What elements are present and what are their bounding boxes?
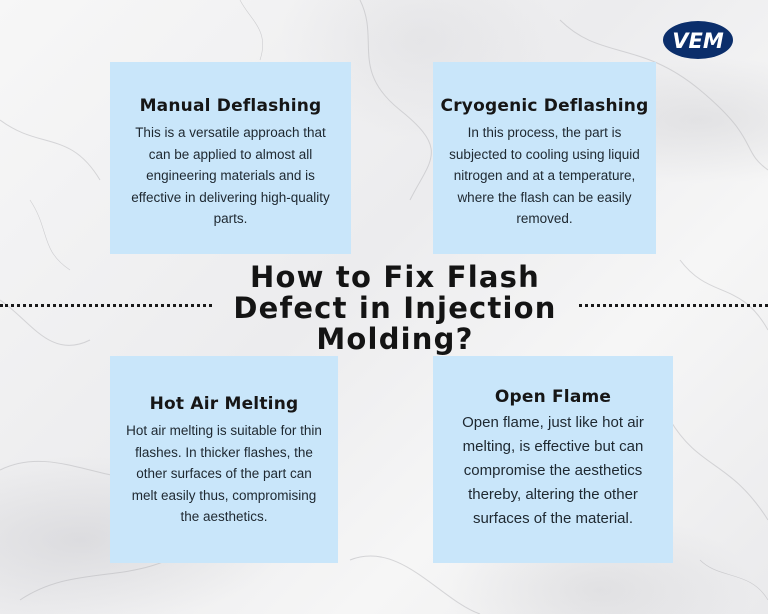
card-manual-deflashing: Manual Deflashing This is a versatile ap… xyxy=(110,62,351,254)
card-body: In this process, the part is subjected t… xyxy=(449,125,640,226)
svg-text:VEM: VEM xyxy=(672,29,724,53)
card-open-flame: Open Flame Open flame, just like hot air… xyxy=(433,356,673,563)
page-title: How to Fix Flash Defect in Injection Mol… xyxy=(233,260,557,356)
card-body: This is a versatile approach that can be… xyxy=(131,125,330,226)
card-cryogenic-deflashing: Cryogenic Deflashing In this process, th… xyxy=(433,62,656,254)
dotted-divider-left xyxy=(0,304,212,307)
card-heading: Open Flame xyxy=(494,387,612,407)
card-hot-air-melting: Hot Air Melting Hot air melting is suita… xyxy=(110,356,338,563)
card-heading: Manual Deflashing xyxy=(139,96,322,116)
card-body: Hot air melting is suitable for thin fla… xyxy=(126,423,322,524)
card-heading: Hot Air Melting xyxy=(149,394,299,414)
card-heading: Cryogenic Deflashing xyxy=(440,96,649,116)
dotted-divider-right xyxy=(579,304,768,307)
vem-logo: VEM xyxy=(663,21,733,59)
card-body: Open flame, just like hot air melting, i… xyxy=(462,414,644,527)
